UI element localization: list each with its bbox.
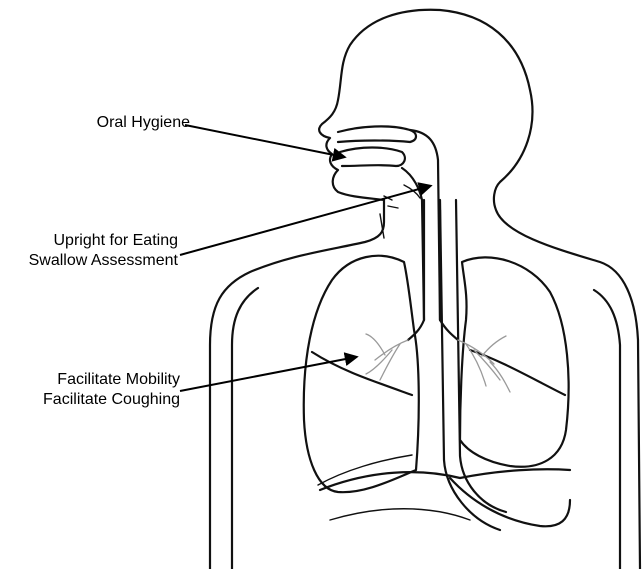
oral-cavity [340, 148, 405, 167]
upright-eating-text: Upright for Eating [0, 231, 178, 251]
nasal-cavity [338, 126, 416, 142]
oral-hygiene-label: Oral Hygiene [40, 113, 190, 133]
upright-swallow-label: Upright for Eating Swallow Assessment [0, 231, 178, 271]
mobility-coughing-label: Facilitate Mobility Facilitate Coughing [10, 370, 180, 410]
esophagus [440, 200, 506, 530]
facilitate-coughing-text: Facilitate Coughing [10, 390, 180, 410]
abdomen-organ [330, 509, 470, 520]
swallow-assessment-text: Swallow Assessment [0, 251, 178, 271]
upright-eating-arrow [180, 186, 430, 255]
facilitate-mobility-text: Facilitate Mobility [10, 370, 180, 390]
right-lung-fissure [470, 350, 565, 395]
trachea [408, 200, 458, 340]
left-lung-fissure [312, 352, 412, 395]
arm-line-right [594, 290, 620, 569]
left-lung-lower [318, 455, 412, 485]
mobility-arrow [180, 357, 356, 391]
arm-line-left [232, 288, 258, 569]
oral-hygiene-text: Oral Hygiene [40, 113, 190, 133]
neck-lines [380, 196, 398, 238]
bronchial-tree [366, 334, 510, 392]
